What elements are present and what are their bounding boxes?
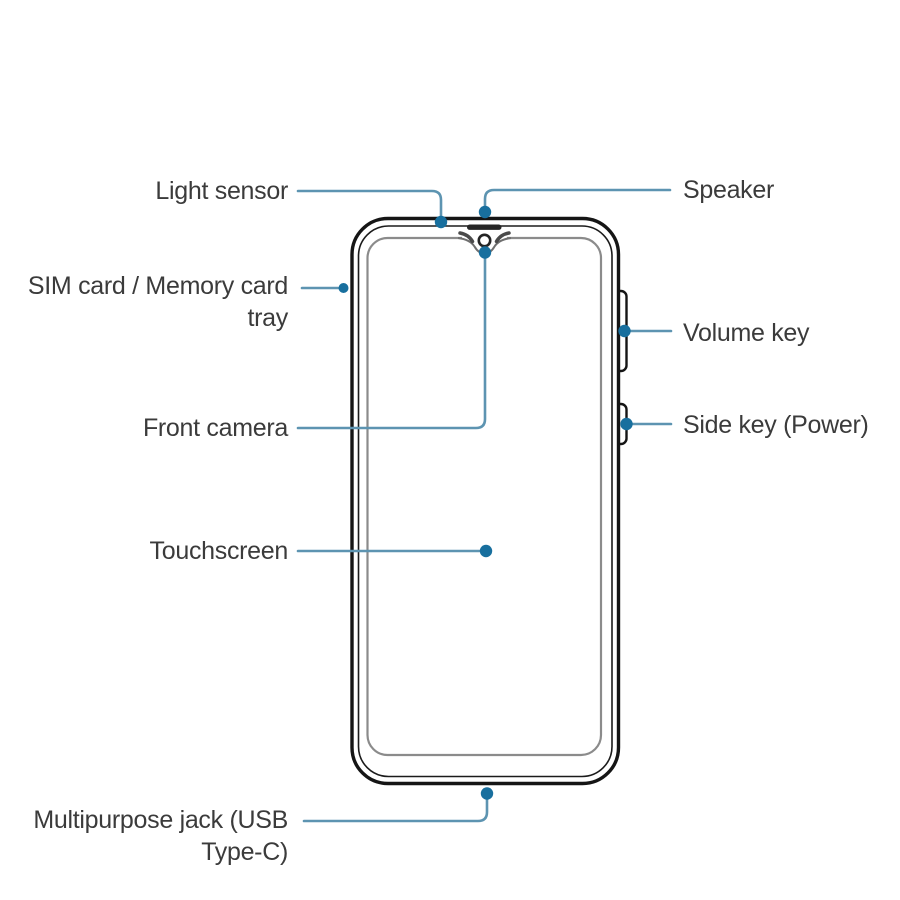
dot-side-key xyxy=(620,417,633,431)
dot-speaker xyxy=(478,205,492,219)
dot-touchscreen xyxy=(479,544,493,558)
label-multipurpose-jack-line1: Multipurpose jack (USB xyxy=(33,806,288,834)
label-sim-tray-line2: tray xyxy=(247,304,289,332)
dot-light-sensor xyxy=(434,215,448,229)
label-multipurpose-jack-line2: Type-C) xyxy=(201,838,288,866)
leader-speaker xyxy=(483,188,672,209)
label-sim-tray-line1: SIM card / Memory card xyxy=(27,272,288,300)
label-volume-key: Volume key xyxy=(683,319,810,347)
label-front-camera: Front camera xyxy=(142,414,288,442)
label-touchscreen: Touchscreen xyxy=(149,537,289,565)
dot-front-camera xyxy=(478,246,492,259)
leader-light-sensor xyxy=(296,189,443,219)
label-light-sensor: Light sensor xyxy=(155,177,288,205)
dot-sim-tray xyxy=(338,283,349,293)
label-speaker: Speaker xyxy=(683,176,775,204)
dot-multipurpose-jack xyxy=(480,787,494,800)
label-multipurpose-jack: Multipurpose jack (USB Type-C) xyxy=(33,804,288,868)
leader-front-camera xyxy=(296,256,487,430)
callout-dots xyxy=(338,205,633,800)
notch-right-fillet xyxy=(494,231,511,244)
leader-multipurpose-jack xyxy=(302,796,489,823)
label-side-key: Side key (Power) xyxy=(683,411,869,439)
dot-volume-key xyxy=(618,324,631,338)
notch-left-fillet xyxy=(458,231,475,244)
leader-lines xyxy=(296,188,673,823)
front-camera-ring xyxy=(477,233,492,248)
speaker-slot xyxy=(467,224,502,230)
label-sim-tray: SIM card / Memory card tray xyxy=(28,270,288,334)
